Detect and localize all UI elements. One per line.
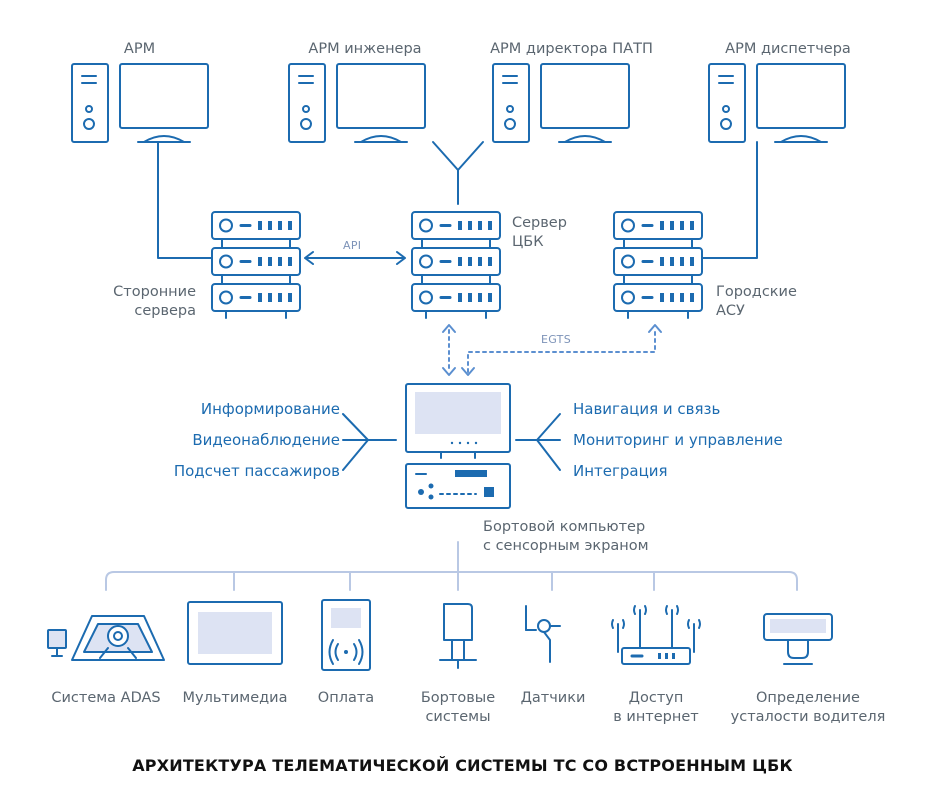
multimedia-icon: [187, 601, 283, 665]
function-integration: Интеграция: [573, 462, 668, 480]
sensors-icon: [525, 605, 561, 663]
server-label-cbk: Сервер ЦБК: [512, 215, 567, 250]
egts-dotted-links: [448, 329, 656, 373]
onboard-systems-icon: [439, 603, 477, 669]
workstation-label: АРМ директора ПАТП: [490, 41, 653, 57]
fatigue-camera-icon: [763, 613, 833, 665]
function-video: Видеонаблюдение: [192, 431, 340, 449]
function-passenger-count: Подсчет пассажиров: [173, 462, 340, 480]
function-informing: Информирование: [200, 400, 340, 418]
egts-label: EGTS: [541, 333, 571, 346]
onboard-computer-label: Бортовой компьютер с сенсорным экраном: [483, 519, 649, 554]
api-arrow: [304, 251, 406, 265]
server-label-third-party: Сторонние сервера: [113, 284, 196, 319]
server-rack-city: [614, 212, 702, 318]
device-label-sensors: Датчики: [520, 690, 586, 706]
workstation-label: АРМ инженера: [308, 41, 422, 57]
function-monitoring: Мониторинг и управление: [573, 431, 783, 449]
right-fan: [515, 413, 561, 471]
device-label-internet: Доступ в интернет: [613, 690, 699, 725]
api-label: API: [343, 239, 362, 252]
function-navigation: Навигация и связь: [573, 400, 721, 418]
server-label-city: Городские АСУ: [716, 284, 797, 319]
workstation-arm: [71, 63, 209, 143]
adas-icon: [47, 615, 165, 661]
device-bus: [105, 541, 798, 591]
device-label-adas: Система ADAS: [51, 690, 161, 706]
server-rack-third-party: [212, 212, 300, 318]
server-rack-cbk: [412, 212, 500, 318]
workstation-label: АРМ диспетчера: [725, 41, 851, 57]
device-label-onboard-systems: Бортовые системы: [420, 690, 496, 725]
device-label-fatigue: Определение усталости водителя: [730, 690, 886, 725]
payment-icon: [321, 599, 371, 671]
device-label-multimedia: Мультимедиа: [182, 690, 288, 706]
workstation-engineer: [288, 63, 426, 143]
workstation-label: АРМ: [123, 41, 156, 57]
top-connectors: [157, 141, 758, 259]
workstation-dispatcher: [708, 63, 846, 143]
onboard-computer-icon: [405, 383, 511, 509]
left-fan: [342, 413, 397, 471]
diagram-title: АРХИТЕКТУРА ТЕЛЕМАТИЧЕСКОЙ СИСТЕМЫ ТС СО…: [132, 756, 793, 775]
device-label-payment: Оплата: [317, 690, 375, 706]
workstation-director: [492, 63, 630, 143]
router-icon: [611, 605, 701, 665]
